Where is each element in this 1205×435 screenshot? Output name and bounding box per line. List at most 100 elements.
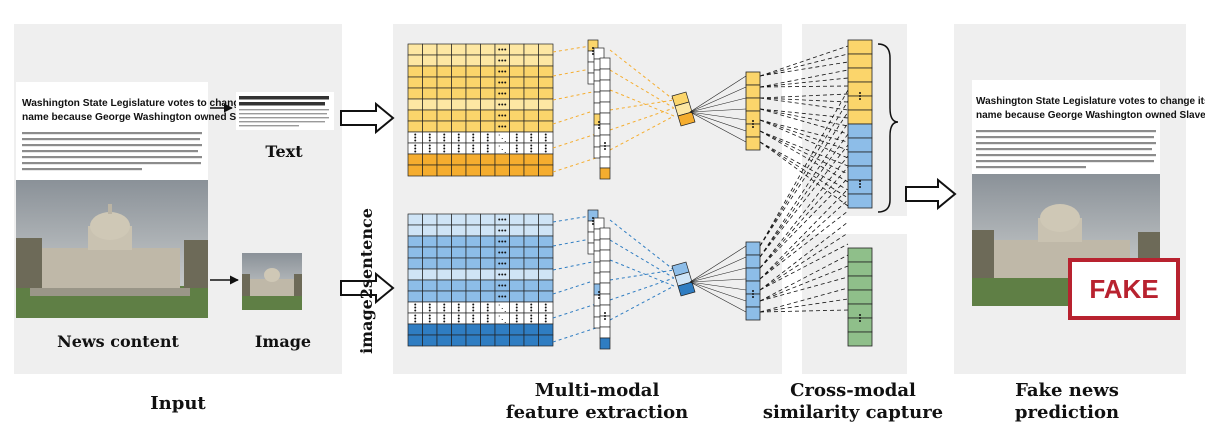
sequence-ellipsis bbox=[592, 217, 594, 219]
matrix-cell bbox=[538, 120, 554, 133]
matrix-ellipsis bbox=[428, 150, 431, 153]
matrix-ellipsis bbox=[515, 317, 518, 320]
matrix-ellipsis bbox=[414, 133, 417, 136]
matrix-cell bbox=[436, 153, 452, 166]
matrix-ellipsis bbox=[457, 139, 460, 142]
matrix-cell bbox=[523, 54, 539, 67]
matrix-ellipsis bbox=[504, 218, 507, 221]
matrix-ellipsis bbox=[501, 48, 504, 51]
matrix-ellipsis bbox=[544, 320, 547, 323]
matrix-cell bbox=[480, 279, 496, 292]
matrix-ellipsis bbox=[414, 320, 417, 323]
matrix-cell bbox=[451, 120, 467, 133]
matrix-ellipsis bbox=[515, 306, 518, 309]
similarity-line bbox=[759, 108, 849, 135]
sequence-cell bbox=[599, 293, 611, 306]
matrix-diag-dots: ⋱ bbox=[498, 315, 507, 325]
matrix-cell bbox=[451, 54, 467, 67]
sequence-ellipsis bbox=[598, 297, 600, 299]
matrix-cell bbox=[451, 224, 467, 237]
matrix-cell bbox=[538, 98, 554, 111]
matrix-ellipsis bbox=[457, 303, 460, 306]
sequence-cell bbox=[599, 271, 611, 284]
matrix-ellipsis bbox=[504, 284, 507, 287]
matrix-cell bbox=[451, 257, 467, 270]
matrix-cell bbox=[436, 164, 452, 177]
matrix-ellipsis bbox=[515, 150, 518, 153]
matrix-cell bbox=[509, 257, 525, 270]
matrix-cell bbox=[422, 65, 438, 78]
matrix-ellipsis bbox=[457, 306, 460, 309]
filter-slice bbox=[677, 281, 696, 297]
similarity-line bbox=[759, 232, 849, 291]
matrix-cell bbox=[422, 153, 438, 166]
text-label: Text bbox=[265, 142, 303, 161]
matrix-ellipsis bbox=[443, 136, 446, 139]
matrix-ellipsis bbox=[472, 147, 475, 150]
projection-line bbox=[552, 111, 591, 125]
matrix-cell bbox=[509, 164, 525, 177]
matrix-cell bbox=[407, 76, 423, 89]
sequence-ellipsis bbox=[604, 142, 606, 144]
matrix-ellipsis bbox=[457, 147, 460, 150]
projection-line bbox=[552, 281, 591, 295]
matrix-ellipsis bbox=[486, 150, 489, 153]
image-thumbnail bbox=[242, 253, 302, 310]
matrix-cell bbox=[465, 120, 481, 133]
vector-cell bbox=[847, 261, 873, 277]
matrix-cell bbox=[407, 120, 423, 133]
similarity-line bbox=[759, 141, 849, 199]
matrix-cell bbox=[538, 257, 554, 270]
matrix-ellipsis bbox=[544, 150, 547, 153]
sequence-ellipsis bbox=[598, 291, 600, 293]
matrix-cell bbox=[538, 54, 554, 67]
concatenation-brace bbox=[877, 43, 899, 213]
matrix-ellipsis bbox=[443, 314, 446, 317]
filter-to-vector-line bbox=[689, 267, 747, 283]
matrix-ellipsis bbox=[498, 81, 501, 84]
matrix-ellipsis bbox=[486, 133, 489, 136]
matrix-cell bbox=[465, 279, 481, 292]
hollow-arrow-image-branch bbox=[340, 271, 395, 305]
matrix-cell bbox=[422, 279, 438, 292]
matrix-cell bbox=[436, 76, 452, 89]
sequence-ellipsis bbox=[592, 47, 594, 49]
matrix-cell bbox=[436, 43, 452, 56]
matrix-cell bbox=[509, 334, 525, 347]
similarity-line bbox=[759, 141, 849, 191]
matrix-ellipsis bbox=[498, 114, 501, 117]
matrix-cell bbox=[509, 98, 525, 111]
matrix-ellipsis bbox=[501, 59, 504, 62]
matrix-cell bbox=[436, 257, 452, 270]
vector-ellipsis bbox=[859, 98, 861, 100]
vector-cell bbox=[847, 109, 873, 125]
vector-cell bbox=[745, 241, 761, 256]
matrix-ellipsis bbox=[443, 147, 446, 150]
sequence-cell bbox=[599, 79, 611, 92]
matrix-cell bbox=[451, 334, 467, 347]
matrix-ellipsis bbox=[457, 309, 460, 312]
vector-cell bbox=[745, 123, 761, 138]
vector-ellipsis bbox=[859, 317, 861, 319]
matrix-cell bbox=[523, 213, 539, 226]
matrix-cell bbox=[523, 87, 539, 100]
sequence-cell bbox=[593, 217, 605, 230]
sequence-ellipsis bbox=[598, 294, 600, 296]
matrix-cell bbox=[509, 43, 525, 56]
matrix-cell bbox=[494, 164, 510, 177]
matrix-cell bbox=[407, 246, 423, 259]
matrix-cell bbox=[465, 164, 481, 177]
matrix-ellipsis bbox=[515, 144, 518, 147]
fake-stamp: FAKE bbox=[1068, 258, 1180, 320]
matrix-cell bbox=[523, 279, 539, 292]
image-feature-matrix: ⋱⋱ bbox=[407, 213, 554, 347]
projection-line bbox=[552, 215, 591, 223]
matrix-cell bbox=[523, 268, 539, 281]
similarity-line bbox=[759, 69, 849, 88]
vector-cell bbox=[847, 123, 873, 139]
vector-cell bbox=[847, 151, 873, 167]
matrix-cell bbox=[422, 98, 438, 111]
sequence-cell bbox=[599, 167, 611, 180]
matrix-ellipsis bbox=[504, 92, 507, 95]
matrix-cell bbox=[407, 257, 423, 270]
